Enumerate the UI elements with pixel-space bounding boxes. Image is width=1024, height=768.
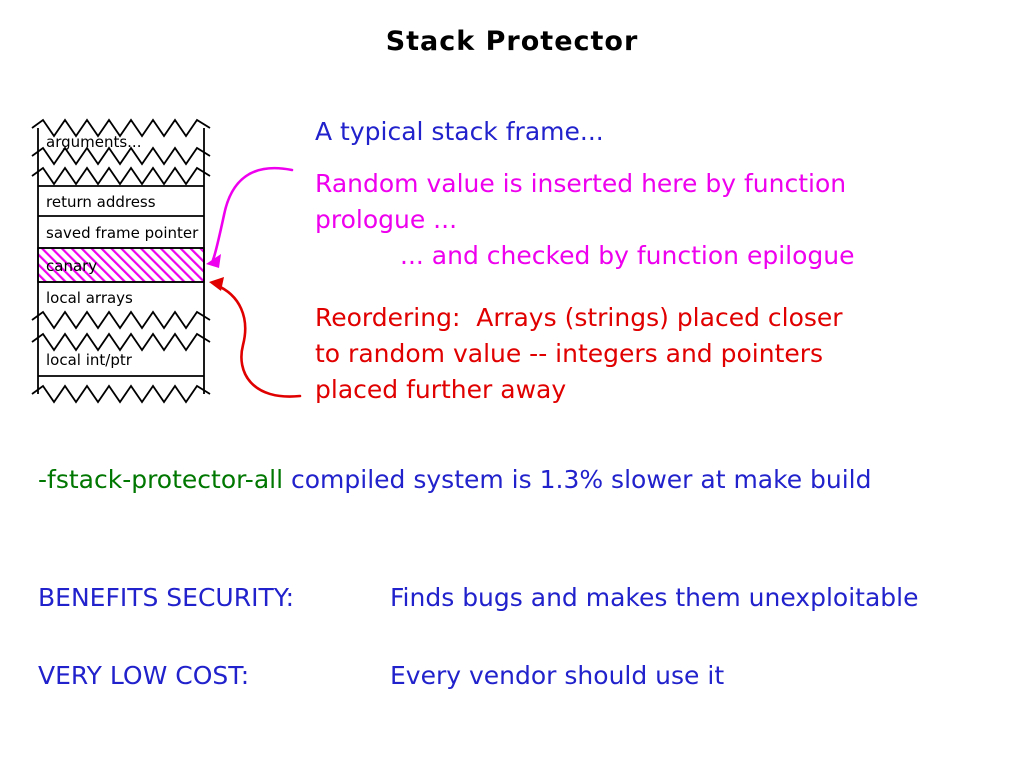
- canary-cell-hatch: [37, 247, 205, 283]
- compiler-flag-rest: compiled system is 1.3% slower at make b…: [283, 465, 872, 494]
- annotation-reordering-line2: to random value -- integers and pointers: [315, 339, 824, 368]
- stack-cell-label-arguments: arguments...: [46, 133, 141, 151]
- arrow-to-canary: [206, 166, 294, 268]
- annotation-reordering-line3: placed further away: [315, 375, 567, 404]
- cost-label: VERY LOW COST:: [38, 661, 250, 690]
- zigzag-bottom: [31, 384, 211, 404]
- annotation-random-value: Random value is inserted here by functio…: [315, 166, 854, 274]
- benefits-label: BENEFITS SECURITY:: [38, 583, 295, 612]
- zigzag-gap1: [31, 166, 211, 186]
- stack-cell-label-local-arrays: local arrays: [46, 289, 133, 307]
- zigzag-arrays-bottom: [31, 310, 211, 330]
- stack-outline: [31, 118, 211, 404]
- zigzag-args-bottom: [31, 146, 211, 166]
- annotation-typical-stack-frame: A typical stack frame...: [315, 117, 604, 146]
- annotation-reordering-line1: Reordering: Arrays (strings) placed clos…: [315, 303, 843, 332]
- annotation-random-value-line1: Random value is inserted here by functio…: [315, 169, 847, 198]
- annotation-epilogue: ... and checked by function epilogue: [400, 241, 855, 270]
- benefits-text: Finds bugs and makes them unexploitable: [390, 583, 919, 612]
- zigzag-gap2: [31, 332, 211, 352]
- zigzag-top: [31, 118, 211, 138]
- slide-title: Stack Protector: [385, 26, 639, 57]
- note-fstack-protector: -fstack-protector-all compiled system is…: [38, 462, 872, 498]
- stack-cell-label-canary: canary: [46, 257, 97, 275]
- stack-cell-label-saved-frame-pointer: saved frame pointer: [46, 224, 199, 242]
- compiler-flag-text: -fstack-protector-all: [38, 465, 284, 494]
- stack-cell-label-return-address: return address: [46, 193, 156, 211]
- annotation-random-value-line2: prologue ...: [315, 205, 458, 234]
- cost-text: Every vendor should use it: [390, 661, 725, 690]
- annotation-reordering: Reordering: Arrays (strings) placed clos…: [315, 300, 843, 408]
- stack-cell-label-local-int-ptr: local int/ptr: [46, 351, 133, 369]
- arrow-to-arrays: [209, 277, 302, 398]
